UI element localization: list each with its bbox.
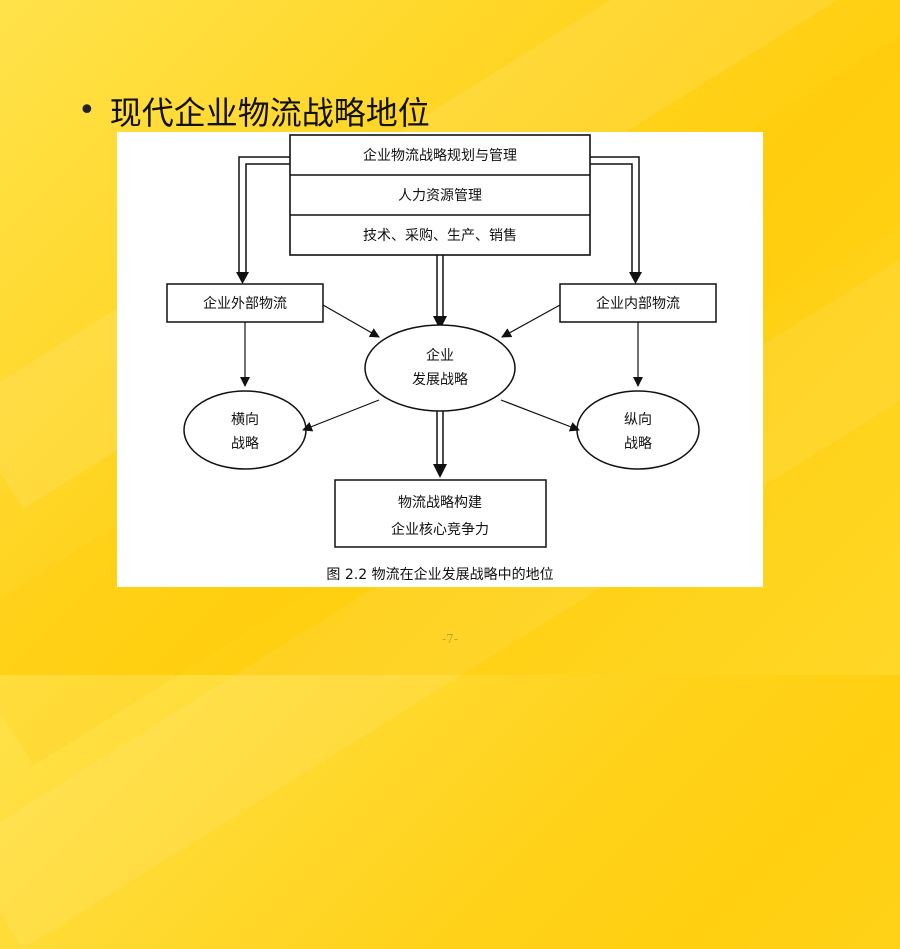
center-connector xyxy=(436,255,444,318)
arrowhead-right xyxy=(629,272,642,284)
development-strategy-line-2: 发展战略 xyxy=(412,372,468,388)
horizontal-strategy-ellipse xyxy=(183,390,307,470)
diagram-canvas: 企业物流战略规划与管理 人力资源管理 技术、采购、生产、销售 企业外部物流 企业… xyxy=(166,134,717,583)
strategy-diagram: 企业物流战略规划与管理 人力资源管理 技术、采购、生产、销售 企业外部物流 企业… xyxy=(117,132,763,587)
core-competence-box xyxy=(334,479,547,548)
development-strategy-ellipse xyxy=(364,324,516,412)
core-competence-line-2: 企业核心竞争力 xyxy=(391,521,489,538)
arrowhead-bottom xyxy=(433,464,447,478)
horizontal-strategy-line-2: 战略 xyxy=(231,436,259,452)
bottom-connector xyxy=(436,411,444,466)
slide-title: 现代企业物流战略地位 xyxy=(109,94,430,132)
arrowhead-left xyxy=(236,272,249,284)
page-number: -7- xyxy=(442,632,458,646)
top-stack-row-1: 企业物流战略规划与管理 xyxy=(363,147,517,164)
top-stack-row-3: 技术、采购、生产、销售 xyxy=(363,228,517,244)
arrow-center-to-vertical xyxy=(500,399,580,432)
bullet-point: • xyxy=(78,93,96,128)
core-competence-line-1: 物流战略构建 xyxy=(398,495,482,511)
vertical-strategy-line-1: 纵向 xyxy=(624,412,652,428)
arrow-center-to-horizontal xyxy=(302,399,380,432)
internal-logistics-label: 企业内部物流 xyxy=(596,295,680,312)
horizontal-strategy-line-1: 横向 xyxy=(231,412,259,428)
external-logistics-label: 企业外部物流 xyxy=(203,295,287,312)
top-stack-row-2: 人力资源管理 xyxy=(398,188,482,204)
top-stack-box: 企业物流战略规划与管理 人力资源管理 技术、采购、生产、销售 xyxy=(289,134,591,256)
bullet-row: • 现代企业物流战略地位 xyxy=(78,88,430,134)
development-strategy-line-1: 企业 xyxy=(426,347,454,364)
side-connectors xyxy=(238,156,640,274)
arrowhead-center xyxy=(433,316,447,330)
arrow-internal-to-center xyxy=(501,304,561,338)
arrow-external-to-center xyxy=(322,304,380,338)
figure-caption: 图 2.2 物流在企业发展战略中的地位 xyxy=(326,566,553,583)
vertical-strategy-ellipse xyxy=(576,390,700,470)
vertical-strategy-line-2: 战略 xyxy=(624,436,652,452)
